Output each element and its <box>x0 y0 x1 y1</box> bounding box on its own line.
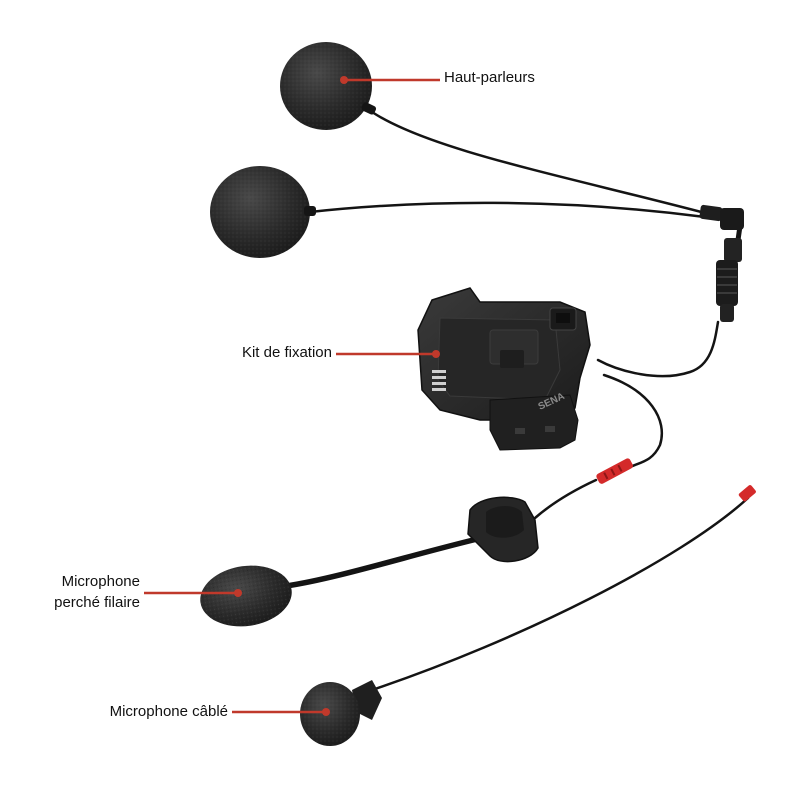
boom-clamp <box>467 496 539 563</box>
leader-lines <box>144 76 440 716</box>
speaker-cable-top <box>370 110 707 215</box>
mount-cable <box>602 373 664 470</box>
label-speakers: Haut-parleurs <box>444 69 535 86</box>
wired-mic-cable <box>370 496 750 692</box>
speaker-top <box>280 42 377 130</box>
label-wired-mic: Microphone câblé <box>109 703 228 720</box>
label-boom-mic-line2: perché filaire <box>54 594 140 611</box>
wired-microphone <box>300 680 382 746</box>
cables <box>283 110 750 692</box>
boom-microphone <box>200 565 292 627</box>
contact-pins <box>432 370 446 391</box>
boom-arm <box>283 533 493 589</box>
speaker-cable-bottom <box>308 201 707 219</box>
wired-mic-connector-red <box>738 485 756 502</box>
boom-connector-red <box>596 458 633 484</box>
label-boom-mic-line1: Microphone <box>61 573 140 590</box>
speaker-connector <box>699 204 744 322</box>
speaker-bottom <box>210 166 316 258</box>
mount-kit: SENA <box>417 287 591 451</box>
label-mount-kit: Kit de fixation <box>241 344 332 361</box>
